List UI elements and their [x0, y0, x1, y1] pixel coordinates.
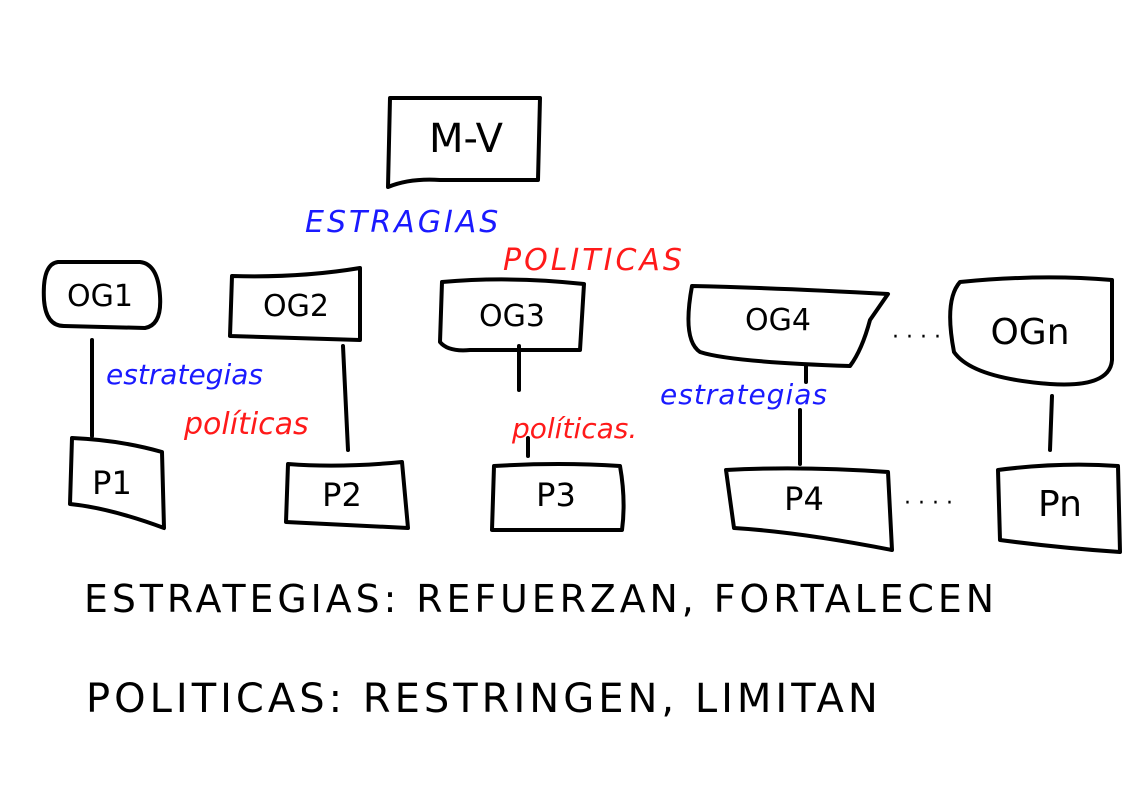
node-p3: P3: [490, 462, 626, 532]
node-og3: OG3: [438, 277, 586, 353]
node-ogn-label: OGn: [990, 312, 1069, 353]
node-og3-label: OG3: [479, 299, 545, 334]
node-p1: P1: [68, 436, 166, 530]
node-pn: Pn: [996, 462, 1122, 554]
node-og1-label: OG1: [67, 279, 133, 314]
node-p2: P2: [284, 460, 410, 530]
definition-strategies: ESTRATEGIAS: REFUERZAN, FORTALECEN: [84, 577, 998, 621]
edge-label-og3-policies: políticas.: [511, 412, 637, 445]
node-p2-label: P2: [322, 476, 362, 514]
edge-label-top-policies: POLITICAS: [503, 243, 685, 278]
node-pn-label: Pn: [1038, 484, 1082, 525]
connectors: [90, 338, 1054, 466]
node-og4-label: OG4: [745, 303, 811, 338]
og-ellipsis: · · · ·: [892, 325, 941, 350]
node-p1-label: P1: [92, 464, 132, 502]
node-p4-label: P4: [784, 480, 824, 518]
edge-label-og1-strategies: estrategias: [106, 358, 263, 391]
node-og2: OG2: [228, 266, 362, 342]
p-ellipsis: · · · ·: [904, 491, 953, 516]
node-mv: M-V: [386, 96, 542, 189]
edge-label-og2-policies: políticas: [183, 407, 309, 442]
node-og1: OG1: [41, 260, 163, 330]
node-og4: OG4: [686, 284, 890, 368]
node-og2-label: OG2: [263, 289, 329, 324]
edge-label-top-strategies: ESTRAGIAS: [305, 205, 501, 240]
edge-label-og4-strategies: estrategias: [660, 378, 828, 411]
node-mv-label: M-V: [429, 116, 504, 162]
definition-policies: POLITICAS: RESTRINGEN, LIMITAN: [86, 676, 882, 722]
node-p4: P4: [724, 466, 894, 552]
node-ogn: OGn: [948, 275, 1114, 387]
node-p3-label: P3: [536, 476, 576, 514]
